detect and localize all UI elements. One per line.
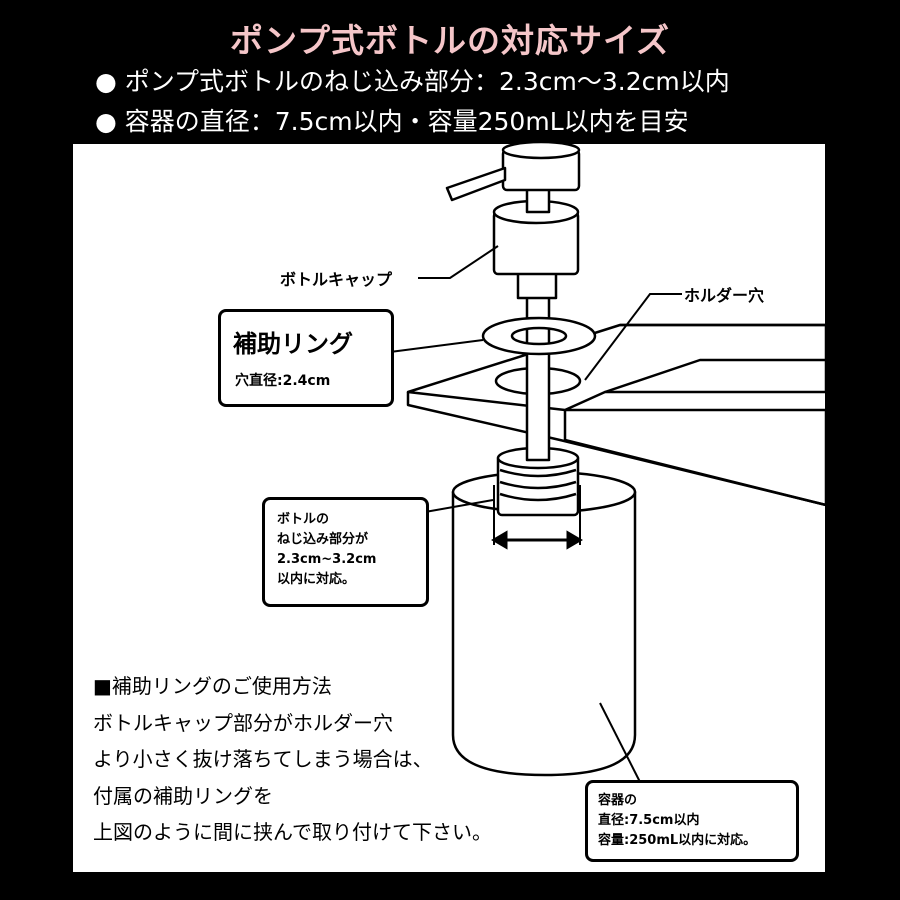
- ring-hole-size: 穴直径:2.4cm: [235, 373, 331, 389]
- cap-label: ボトルキャップ: [280, 270, 393, 289]
- thread-note-line: ねじ込み部分が: [277, 532, 369, 547]
- bottle-body: [451, 490, 637, 777]
- ring-title: 補助リング: [233, 330, 353, 358]
- support-ring: [481, 316, 597, 356]
- container-spec: ● 容器の直径：7.5cm以内・容量250mL以内を目安: [95, 107, 689, 136]
- container-callout: 容器の 直径:7.5cm以内 容量:250mL以内に対応。: [585, 780, 799, 862]
- thread-note-line: ボトルの: [277, 512, 330, 527]
- container-note-line: 容器の: [598, 793, 638, 808]
- thread-leader: [424, 499, 494, 513]
- cap-leader: [418, 245, 499, 279]
- thread-callout: ボトルの ねじ込み部分が 2.3cm~3.2cm 以内に対応。: [262, 497, 429, 607]
- thread-spec: ● ポンプ式ボトルのねじ込み部分：2.3cm〜3.2cm以内: [95, 67, 730, 96]
- container-note-line: 直径:7.5cm以内: [598, 813, 700, 828]
- ring-callout: 補助リング 穴直径:2.4cm: [218, 309, 394, 407]
- container-note-line: 容量:250mL以内に対応。: [598, 833, 757, 848]
- ring-leader: [389, 339, 484, 353]
- pump-nozzle: [445, 166, 507, 202]
- holder-front-edge: [406, 392, 827, 507]
- usage-line: より小さく抜け落ちてしまう場合は、: [93, 747, 433, 771]
- pump-tube: [525, 288, 551, 462]
- usage-line: 付属の補助リングを: [93, 783, 273, 808]
- usage-line: ボトルキャップ部分がホルダー穴: [93, 710, 393, 735]
- usage-instructions: ■補助リングのご使用方法 ボトルキャップ部分がホルダー穴 より小さく抜け落ちてし…: [93, 668, 492, 851]
- thread-note-line: 以内に対応。: [277, 572, 356, 587]
- usage-heading: ■補助リングのご使用方法: [93, 674, 332, 698]
- thread-note-line: 2.3cm~3.2cm: [277, 552, 377, 567]
- holder-hole-label: ホルダー穴: [684, 286, 765, 305]
- container-leader: [599, 702, 641, 783]
- page-title: ポンプ式ボトルの対応サイズ: [229, 21, 671, 60]
- holder-leader: [584, 293, 682, 381]
- usage-line: 上図のように間に挟んで取り付けて下さい。: [93, 820, 492, 844]
- holder-shelf: [406, 323, 828, 507]
